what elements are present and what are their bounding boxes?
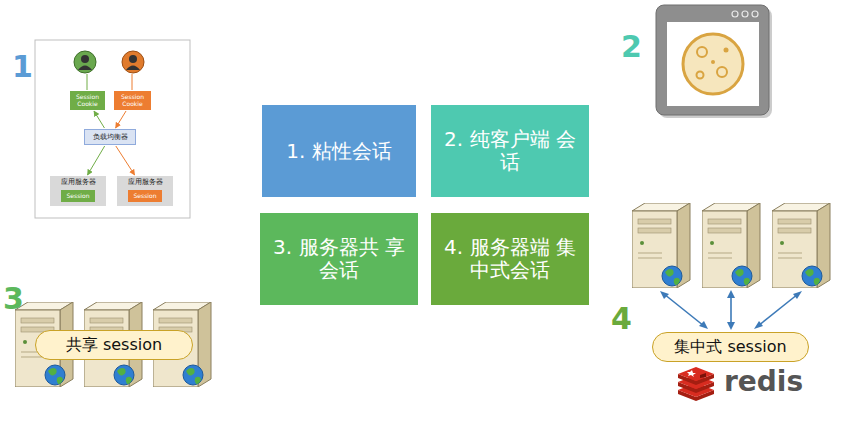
- server-group: [632, 203, 830, 288]
- sticky-panel: [132, 74, 133, 90]
- app-server-box: 应用服务器 Session: [117, 176, 173, 206]
- node-text: 3. 服务器共 享会话: [272, 236, 406, 282]
- node-text: 4. 服务器端 集中式会话: [443, 236, 577, 282]
- app-server-box: 应用服务器 Session: [50, 176, 106, 206]
- server-group: [702, 203, 760, 288]
- link-arrows: [730, 295, 732, 325]
- server-group: [15, 302, 211, 387]
- browser-cookie-icon: [724, 48, 729, 53]
- browser-cookie-icon: [752, 11, 758, 17]
- session-box: Session: [61, 190, 95, 202]
- user-icon: [74, 51, 96, 73]
- browser-cookie-icon: [683, 34, 743, 94]
- method-box: 1. 粘性会话: [262, 105, 416, 197]
- redis-logo: [678, 367, 714, 401]
- browser-cookie-icon: [742, 11, 748, 17]
- server-group: [632, 203, 690, 288]
- node-text: Session: [67, 193, 90, 200]
- link-arrows: [754, 321, 763, 329]
- node-text: 应用服务器: [128, 178, 163, 186]
- session-box: Session: [128, 190, 162, 202]
- link-arrows: [758, 294, 798, 326]
- sticky-panel: [87, 74, 88, 90]
- link-arrows: [727, 290, 735, 298]
- browser-cookie-icon: [697, 47, 707, 57]
- link-arrows: [793, 291, 802, 299]
- link-arrows: [660, 290, 802, 330]
- user-icon: [129, 55, 137, 63]
- browser-cookie-icon: [717, 67, 727, 77]
- browser-cookie-icon: [711, 60, 715, 64]
- browser-cookie-icon: [732, 11, 738, 17]
- node-text: 2. 纯客户端 会话: [443, 128, 577, 174]
- link-arrows: [660, 291, 669, 299]
- node-text: 应用服务器: [61, 178, 96, 186]
- node-text: Session Cookie: [115, 94, 150, 108]
- user-icon: [122, 51, 144, 73]
- session-pill: 共享 session: [35, 330, 193, 360]
- node-text: Session Cookie: [71, 94, 104, 108]
- logo-text: redis: [724, 368, 803, 396]
- redis-logo: [700, 373, 706, 378]
- user-icon: [81, 55, 89, 63]
- link-arrows: [699, 321, 708, 329]
- user-icon: [74, 51, 96, 73]
- browser-cookie-icon: [697, 72, 704, 79]
- cookie-box: Session Cookie: [70, 91, 105, 110]
- browser-cookie-icon: [656, 5, 769, 115]
- load-balancer-box: 负载均衡器: [84, 129, 136, 145]
- method-box: 3. 服务器共 享会话: [260, 213, 418, 305]
- sticky-panel: [35, 40, 190, 218]
- callout-number: 3: [3, 284, 24, 314]
- user-icon: [122, 51, 144, 73]
- callout-number: 2: [621, 32, 642, 62]
- method-box: 4. 服务器端 集中式会话: [431, 213, 589, 305]
- callout-number: 4: [611, 304, 632, 334]
- connector: [87, 146, 104, 175]
- user-icon: [126, 66, 140, 71]
- browser-cookie-icon: [656, 5, 772, 118]
- browser-cookie-icon: [667, 22, 759, 106]
- redis-logo: [687, 370, 696, 377]
- callout-number: 1: [12, 52, 33, 82]
- node-text: 集中式 session: [674, 338, 786, 356]
- user-icon: [78, 66, 92, 71]
- node-text: Session: [134, 193, 157, 200]
- sticky-panel: [35, 40, 190, 218]
- node-text: 共享 session: [66, 336, 162, 354]
- redis-logo: [678, 367, 714, 381]
- node-text: 负载均衡器: [93, 133, 128, 141]
- session-pill: 集中式 session: [652, 332, 809, 362]
- node-text: 1. 粘性会话: [286, 140, 391, 163]
- connector: [116, 111, 126, 128]
- method-box: 2. 纯客户端 会话: [431, 105, 589, 197]
- server-group: [772, 203, 830, 288]
- link-arrows: [727, 322, 735, 330]
- browser-cookie-icon: [659, 8, 772, 118]
- link-arrows: [664, 294, 704, 326]
- connector: [116, 146, 135, 175]
- connector: [94, 111, 104, 128]
- cookie-box: Session Cookie: [114, 91, 151, 110]
